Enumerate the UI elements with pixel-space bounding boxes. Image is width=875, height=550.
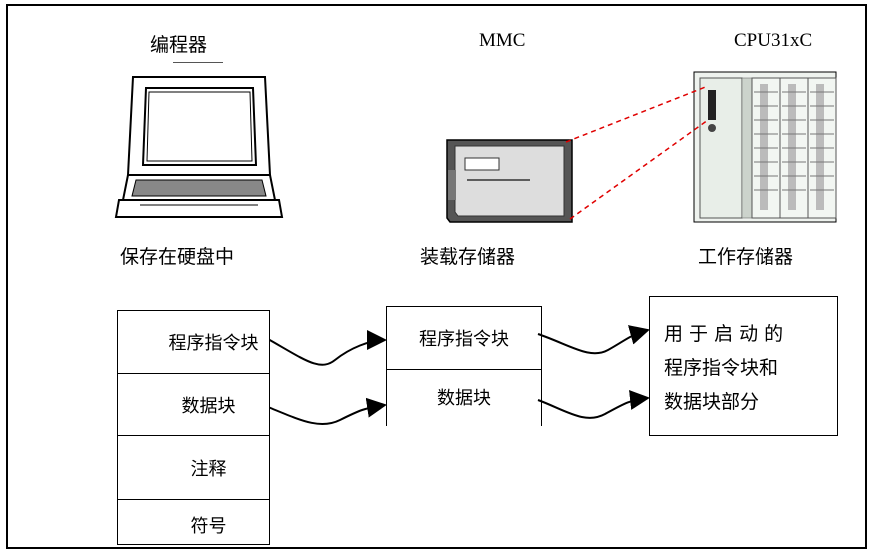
- mmc-card-icon: [446, 139, 573, 223]
- block-label: 符号: [190, 516, 227, 537]
- work-memory-box: 用 于 启 动 的 程序指令块和 数据块部分: [649, 296, 838, 436]
- hard-disk-block-comments: 注释: [118, 436, 269, 500]
- hard-disk-block-list: 程序指令块 数据块 注释 符号: [117, 310, 270, 545]
- hard-disk-block-symbols: 符号: [118, 500, 269, 550]
- block-label: 程序指令块: [168, 333, 259, 354]
- block-label: 程序指令块: [419, 329, 509, 350]
- arrow-program-to-load: [267, 330, 387, 366]
- plc-rack-icon: [693, 71, 837, 223]
- cpu-caption: 工作存储器: [698, 246, 794, 268]
- mmc-caption: 装载存储器: [420, 246, 516, 268]
- load-memory-block-list: 程序指令块 数据块: [386, 306, 542, 426]
- computer-icon: [114, 62, 284, 218]
- work-memory-line-1: 用 于 启 动 的: [664, 323, 784, 345]
- mmc-header: MMC: [479, 30, 526, 51]
- programmer-caption: 保存在硬盘中: [120, 246, 235, 268]
- block-label: 数据块: [181, 395, 236, 417]
- block-label: 注释: [190, 458, 227, 480]
- arrow-data-to-load: [267, 397, 387, 425]
- programmer-header: 编程器: [150, 34, 208, 56]
- work-memory-line-2: 程序指令块和: [664, 357, 779, 379]
- hard-disk-block-program: 程序指令块: [118, 311, 269, 374]
- load-memory-block-program: 程序指令块: [387, 307, 541, 370]
- work-memory-line-3: 数据块部分: [664, 391, 760, 413]
- mmc-to-cpu-links: [565, 85, 709, 220]
- arrow-program-to-work: [537, 325, 650, 355]
- block-label: 数据块: [437, 388, 491, 409]
- load-memory-block-data: 数据块: [387, 370, 541, 427]
- arrow-data-to-work: [537, 390, 650, 419]
- transfer-arrows: [267, 325, 650, 425]
- cpu-header: CPU31xC: [734, 30, 813, 51]
- hard-disk-block-data: 数据块: [118, 374, 269, 436]
